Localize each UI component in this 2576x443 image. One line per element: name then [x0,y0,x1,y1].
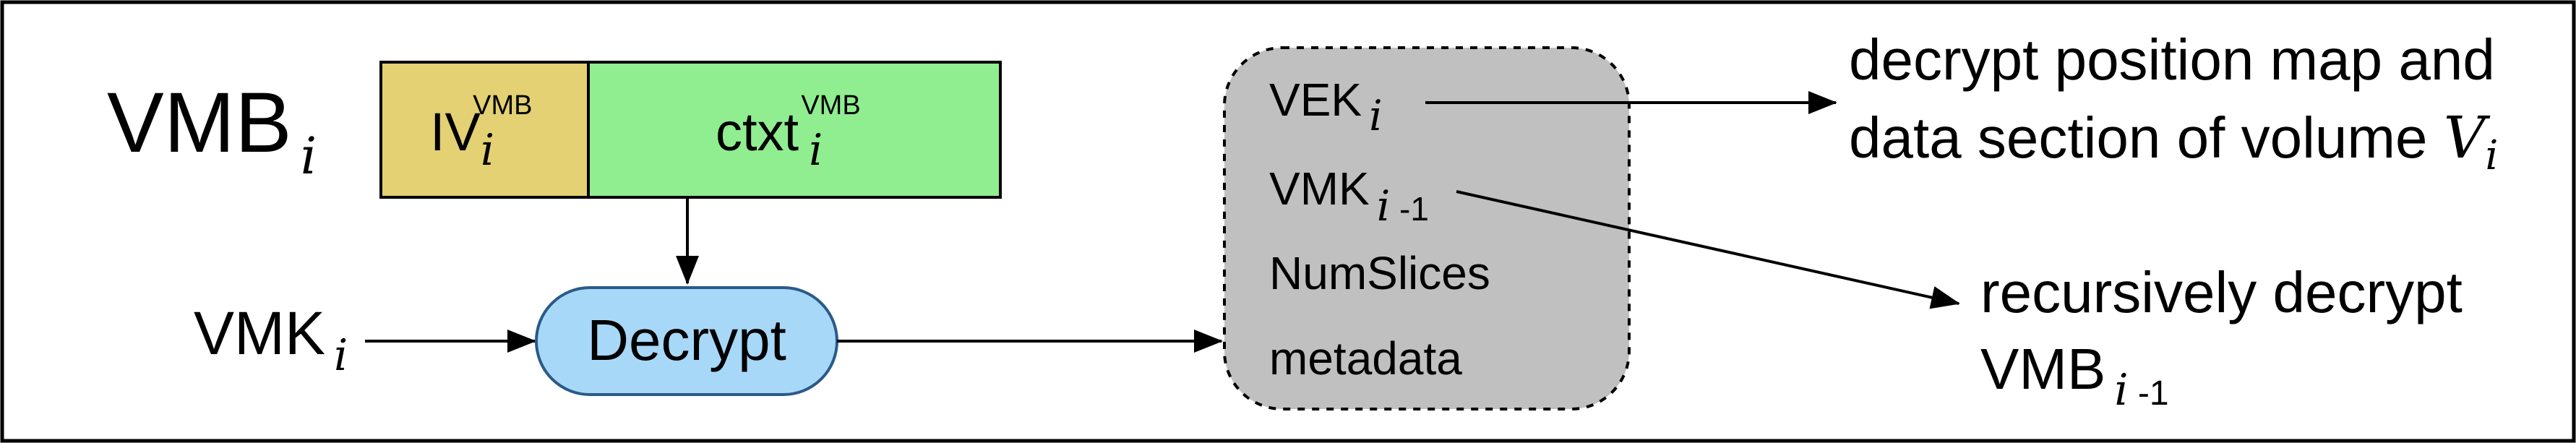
output-box [1223,46,1631,410]
vmk-input-base: VMK [194,299,325,367]
iv-label: IVi VMB [430,90,532,176]
vmk-to-note-arrow [1456,190,1960,309]
iv-label-sub: i [481,125,494,176]
vek-note-line2: data section of volume Vi [1849,104,2498,179]
ctxt-block [587,61,1002,199]
iv-label-sup: VMB [473,90,532,121]
vmb-label-base: VMB [107,75,292,171]
iv-label-base: IV [430,102,481,162]
ctxt-label-base: ctxt [716,102,799,162]
decrypt-label: Decrypt [587,308,786,372]
ctxt-label-sup: VMB [801,90,860,121]
iv-block [379,61,590,199]
ctxt-label-sub: i [809,125,823,176]
vmk-note-line1: recursively decrypt [1980,260,2463,324]
output-item-numslices: NumSlices [1269,247,1490,299]
vmb-label-sub: i [301,126,317,186]
output-item-metadata: metadata [1269,332,1462,384]
vek-note-line1: decrypt position map and [1849,27,2495,92]
vmk-input-sub: i [334,330,348,381]
